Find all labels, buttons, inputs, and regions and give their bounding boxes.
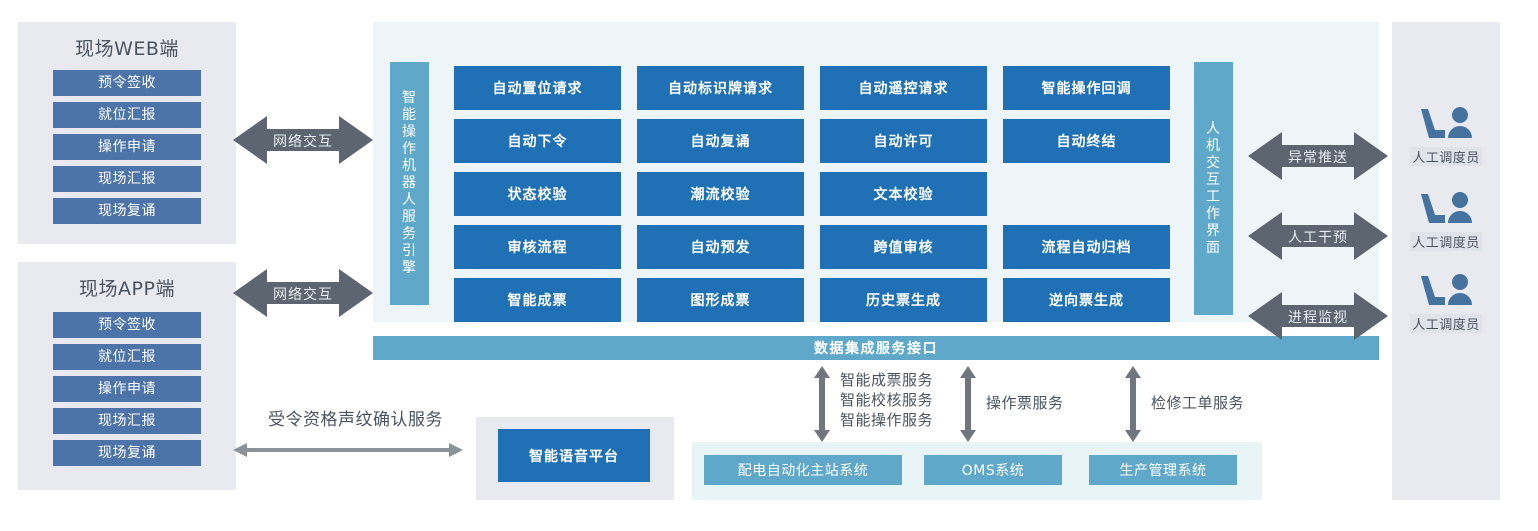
fn-cell-r1c0[interactable]: 自动下令 xyxy=(454,119,621,163)
fn-cell-r1c2[interactable]: 自动许可 xyxy=(820,119,987,163)
web-network-arrow xyxy=(233,112,373,168)
app-client-title: 现场APP端 xyxy=(79,278,175,300)
app-client-item-3[interactable]: 现场汇报 xyxy=(53,408,201,434)
operator-console-icon xyxy=(1392,272,1500,312)
app-client-panel: 现场APP端 预令签收 就位汇报 操作申请 现场汇报 现场复诵 xyxy=(18,262,236,490)
web-client-item-1[interactable]: 就位汇报 xyxy=(53,102,201,128)
fn-cell-r3c2[interactable]: 跨值审核 xyxy=(820,225,987,269)
fn-cell-r1c3[interactable]: 自动终结 xyxy=(1003,119,1170,163)
voice-service-arrow xyxy=(233,440,463,460)
service-group-label-1: 操作票服务 xyxy=(986,394,1064,412)
ticket-service-arrow-2 xyxy=(1123,366,1143,442)
operator-block-0: 人工调度员 xyxy=(1392,105,1500,166)
system-box-2[interactable]: 生产管理系统 xyxy=(1089,455,1237,485)
hmi-interface-label: 人机交互工作界面 xyxy=(1206,120,1221,256)
service-group-label-2: 检修工单服务 xyxy=(1151,394,1245,412)
fn-cell-r1c1[interactable]: 自动复诵 xyxy=(637,119,804,163)
fn-cell-r4c3[interactable]: 逆向票生成 xyxy=(1003,278,1170,322)
ticket-service-arrow-1 xyxy=(958,366,978,442)
web-client-item-4[interactable]: 现场复诵 xyxy=(53,198,201,224)
operator-block-2: 人工调度员 xyxy=(1392,272,1500,333)
fn-cell-r2c2[interactable]: 文本校验 xyxy=(820,172,987,216)
fn-cell-r2c0[interactable]: 状态校验 xyxy=(454,172,621,216)
data-integration-bus: 数据集成服务接口 xyxy=(373,336,1379,360)
robot-service-engine-label: 智能操作机器人服务引擎 xyxy=(402,90,417,276)
exception-push-arrow xyxy=(1248,128,1388,184)
process-monitor-arrow xyxy=(1248,288,1388,344)
fn-cell-r3c1[interactable]: 自动预发 xyxy=(637,225,804,269)
operator-caption-1: 人工调度员 xyxy=(1410,232,1482,251)
fn-cell-r4c0[interactable]: 智能成票 xyxy=(454,278,621,322)
web-client-title: 现场WEB端 xyxy=(75,38,179,60)
fn-cell-r0c0[interactable]: 自动置位请求 xyxy=(454,66,621,110)
system-box-0[interactable]: 配电自动化主站系统 xyxy=(704,455,902,485)
robot-service-engine-bar: 智能操作机器人服务引擎 xyxy=(390,62,429,305)
operator-block-1: 人工调度员 xyxy=(1392,190,1500,251)
operator-console-icon xyxy=(1392,190,1500,230)
web-client-panel: 现场WEB端 预令签收 就位汇报 操作申请 现场汇报 现场复诵 xyxy=(18,22,236,244)
app-network-arrow xyxy=(233,265,373,321)
app-client-item-4[interactable]: 现场复诵 xyxy=(53,440,201,466)
fn-cell-r3c0[interactable]: 审核流程 xyxy=(454,225,621,269)
app-client-item-2[interactable]: 操作申请 xyxy=(53,376,201,402)
operators-panel xyxy=(1392,22,1500,500)
fn-cell-r4c2[interactable]: 历史票生成 xyxy=(820,278,987,322)
system-box-1[interactable]: OMS系统 xyxy=(924,455,1062,485)
operator-console-icon xyxy=(1392,105,1500,145)
fn-cell-r3c3[interactable]: 流程自动归档 xyxy=(1003,225,1170,269)
fn-cell-r0c1[interactable]: 自动标识牌请求 xyxy=(637,66,804,110)
voice-platform-box[interactable]: 智能语音平台 xyxy=(498,429,650,482)
data-integration-bus-label: 数据集成服务接口 xyxy=(814,341,938,357)
operator-caption-0: 人工调度员 xyxy=(1410,147,1482,166)
app-client-item-1[interactable]: 就位汇报 xyxy=(53,344,201,370)
fn-cell-r2c1[interactable]: 潮流校验 xyxy=(637,172,804,216)
app-client-item-0[interactable]: 预令签收 xyxy=(53,312,201,338)
web-client-item-0[interactable]: 预令签收 xyxy=(53,70,201,96)
web-client-item-3[interactable]: 现场汇报 xyxy=(53,166,201,192)
operator-caption-2: 人工调度员 xyxy=(1410,314,1482,333)
fn-cell-r0c2[interactable]: 自动遥控请求 xyxy=(820,66,987,110)
hmi-interface-bar: 人机交互工作界面 xyxy=(1194,62,1233,315)
manual-intervention-arrow xyxy=(1248,208,1388,264)
voice-service-label: 受令资格声纹确认服务 xyxy=(268,410,443,430)
fn-cell-r4c1[interactable]: 图形成票 xyxy=(637,278,804,322)
fn-cell-r0c3[interactable]: 智能操作回调 xyxy=(1003,66,1170,110)
web-client-item-2[interactable]: 操作申请 xyxy=(53,134,201,160)
ticket-service-arrow-0 xyxy=(812,366,832,442)
service-group-label-0: 智能成票服务 智能校核服务 智能操作服务 xyxy=(840,371,934,429)
